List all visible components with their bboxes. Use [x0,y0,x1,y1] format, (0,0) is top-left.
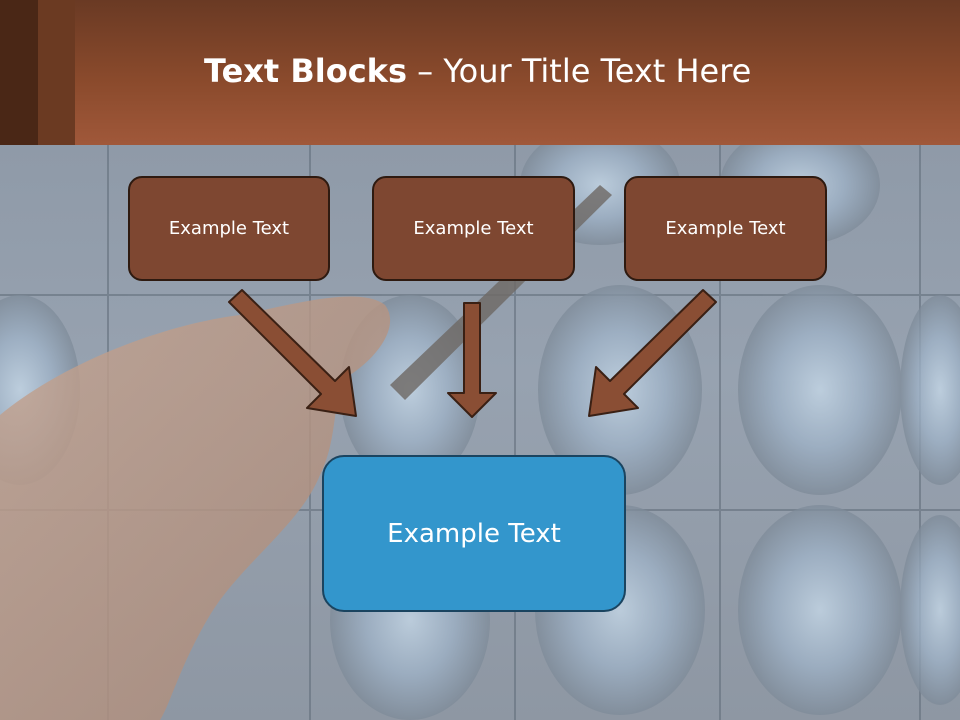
arrow-left-diagonal [228,289,357,417]
slide-header: Text Blocks – Your Title Text Here [0,0,960,145]
top-text-block-1[interactable]: Example Text [128,176,330,281]
title-dash: – [407,52,444,90]
top-text-block-3[interactable]: Example Text [624,176,827,281]
header-accent-mid [38,0,75,145]
target-text-block[interactable]: Example Text [322,455,626,612]
top-text-block-2[interactable]: Example Text [372,176,575,281]
top-text-block-1-label: Example Text [168,218,290,239]
slide-title[interactable]: Text Blocks – Your Title Text Here [204,52,751,90]
top-text-block-3-label: Example Text [665,218,786,239]
arrow-right-diagonal [588,289,717,417]
target-text-block-label: Example Text [387,518,561,549]
header-accent-dark [0,0,38,145]
title-bold: Text Blocks [204,52,407,90]
top-text-block-2-label: Example Text [413,218,534,239]
title-rest: Your Title Text Here [443,52,752,90]
arrow-center-down [447,302,497,418]
